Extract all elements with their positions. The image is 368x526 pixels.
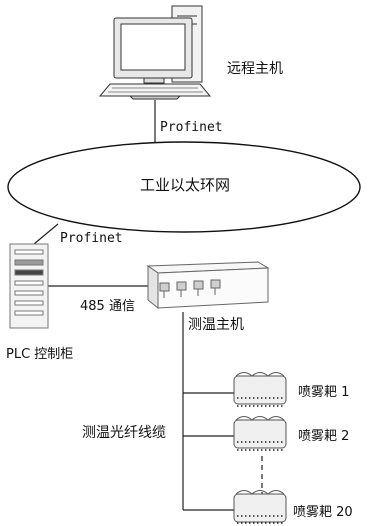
remote-host-label: 远程主机 — [227, 61, 283, 77]
ethernet-ring — [7, 141, 361, 233]
spray-rake-20 — [233, 490, 287, 524]
spray-rake-1 — [233, 372, 287, 407]
temperature-host-label: 测温主机 — [188, 317, 244, 333]
spray-rake-2 — [233, 416, 287, 451]
spray-rake-2-label: 喷雾耙 2 — [298, 429, 350, 444]
plc-cabinet-icon — [9, 243, 49, 329]
profinet-top-label: Profinet — [160, 120, 223, 135]
ethernet-ring-label: 工业以太环网 — [140, 176, 231, 194]
connection-lines — [33, 100, 263, 511]
link-ring-to-plc — [33, 223, 59, 245]
fiber-cable-label: 测温光纤线缆 — [82, 425, 166, 441]
temperature-host-icon — [146, 261, 270, 310]
spray-rake-1-label: 喷雾耙 1 — [298, 385, 350, 400]
plc-cabinet-label: PLC 控制柜 — [6, 347, 74, 362]
profinet-left-label: Profinet — [60, 231, 123, 246]
comm-485-label: 485 通信 — [80, 299, 135, 314]
spray-rake-20-label: 喷雾耙 20 — [293, 505, 353, 520]
desktop-computer-icon — [98, 5, 212, 100]
